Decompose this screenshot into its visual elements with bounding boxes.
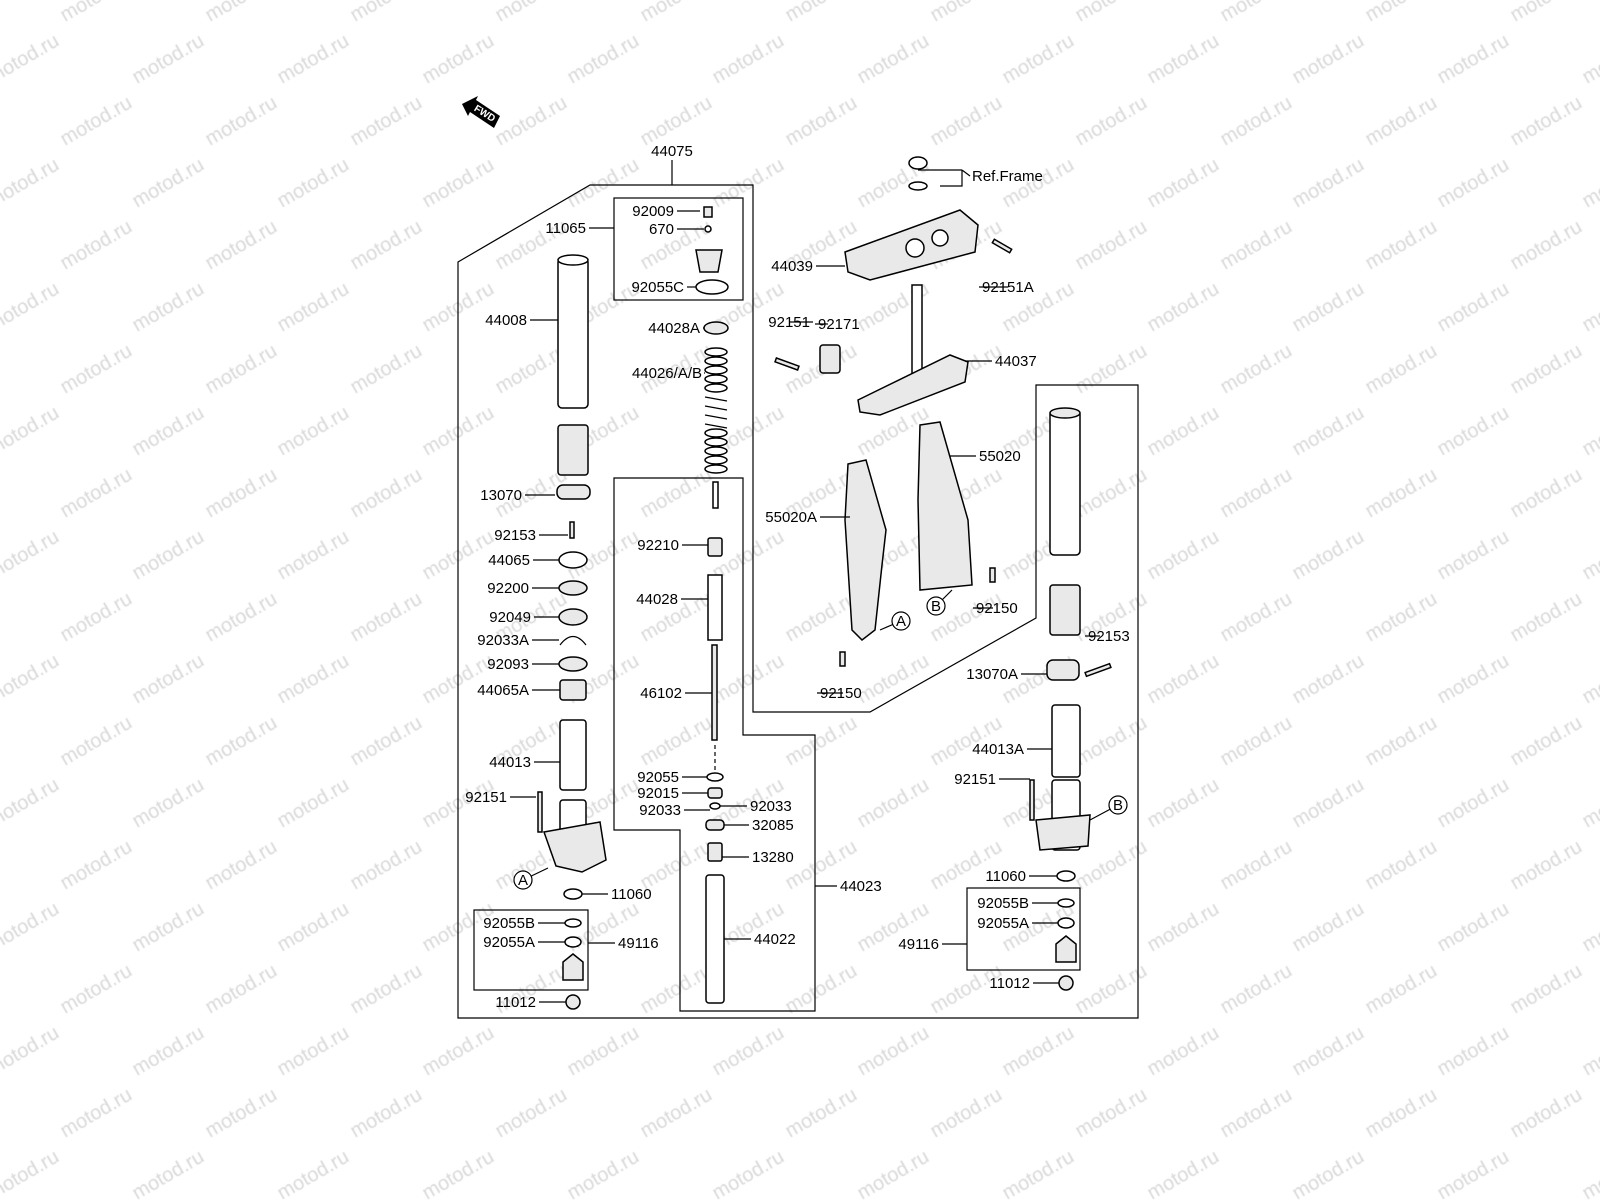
callout-label: 92200	[487, 580, 529, 597]
callout-label: 92055A	[977, 915, 1029, 932]
callout-label: 92153	[494, 527, 536, 544]
callout-label: 46102	[640, 685, 682, 702]
callout-label: 49116	[898, 936, 939, 953]
leader-lines	[510, 210, 1100, 1003]
callout-label: 92055C	[631, 279, 684, 296]
callout-label: 92150	[820, 685, 862, 702]
callout-label: 11012	[989, 975, 1030, 992]
reference-marker-circle	[926, 596, 946, 616]
reference-marker-circle	[891, 611, 911, 631]
callout-label: 92055B	[483, 915, 535, 932]
callout-label: 92033A	[477, 632, 529, 649]
callout-label: 92093	[487, 656, 529, 673]
label-ref-frame: Ref.Frame	[972, 168, 1043, 185]
reference-marker-a: A	[896, 613, 906, 630]
callout-label: 92015	[637, 785, 679, 802]
callout-label: 55020	[979, 448, 1021, 465]
callout-label: 92055A	[483, 934, 535, 951]
callout-label: 92049	[489, 609, 531, 626]
callout-label: 92171	[818, 316, 860, 333]
reference-marker-circle	[513, 870, 533, 890]
callout-label: 92151	[954, 771, 996, 788]
callout-label: 13070	[480, 487, 522, 504]
leader-ref-frame	[918, 169, 971, 187]
callout-label: 92210	[637, 537, 679, 554]
assembly-outline-44023	[613, 477, 816, 1012]
callout-label: 92151	[768, 314, 810, 331]
callout-label: 670	[649, 221, 674, 238]
callout-label: 92151	[465, 789, 507, 806]
callout-label: 44013	[489, 754, 531, 771]
callout-label: 11060	[985, 868, 1026, 885]
part-shapes	[537, 156, 1112, 1010]
callout-label: 44008	[485, 312, 527, 329]
callout-label: 92055B	[977, 895, 1029, 912]
callout-label: 44026/A/B	[632, 365, 702, 382]
callout-label: 44028A	[648, 320, 700, 337]
assembly-outline-44075	[457, 184, 1139, 1019]
reference-marker-a: A	[518, 872, 528, 889]
callout-label: 44013A	[972, 741, 1024, 758]
callout-label: 44023	[840, 878, 882, 895]
callout-label: 92009	[632, 203, 674, 220]
assembly-box-49116-right	[966, 887, 1081, 971]
assembly-box-49116-left	[473, 909, 589, 991]
callout-label: 11060	[611, 886, 652, 903]
reference-markers: A A B B	[513, 589, 1128, 890]
callout-label: 55020A	[765, 509, 817, 526]
reference-marker-circle	[1108, 795, 1128, 815]
callout-label: 92150	[976, 600, 1018, 617]
callout-label: 44037	[995, 353, 1037, 370]
callout-label: 13070A	[966, 666, 1018, 683]
callout-label: 44065	[488, 552, 530, 569]
reference-marker-b: B	[1113, 797, 1123, 814]
callout-label: 44022	[754, 931, 796, 948]
callout-label: 92151A	[982, 279, 1034, 296]
callout-label: 92153	[1088, 628, 1130, 645]
label-assembly-44075: 44075	[651, 143, 693, 160]
callout-label: 44065A	[477, 682, 529, 699]
callout-label: 11065	[545, 220, 586, 237]
callout-label: 44039	[771, 258, 813, 275]
callout-label: 11012	[495, 994, 536, 1011]
callout-label: 92033	[750, 798, 792, 815]
assembly-box-11065	[613, 197, 744, 301]
fwd-arrow-icon: FWD	[462, 96, 500, 128]
callout-label: 13280	[752, 849, 794, 866]
reference-marker-b: B	[931, 598, 941, 615]
callout-label: 92033	[639, 802, 681, 819]
callout-label: 92055	[637, 769, 679, 786]
callout-label: 49116	[618, 935, 659, 952]
callout-label: 44028	[636, 591, 678, 608]
callout-label: 32085	[752, 817, 794, 834]
